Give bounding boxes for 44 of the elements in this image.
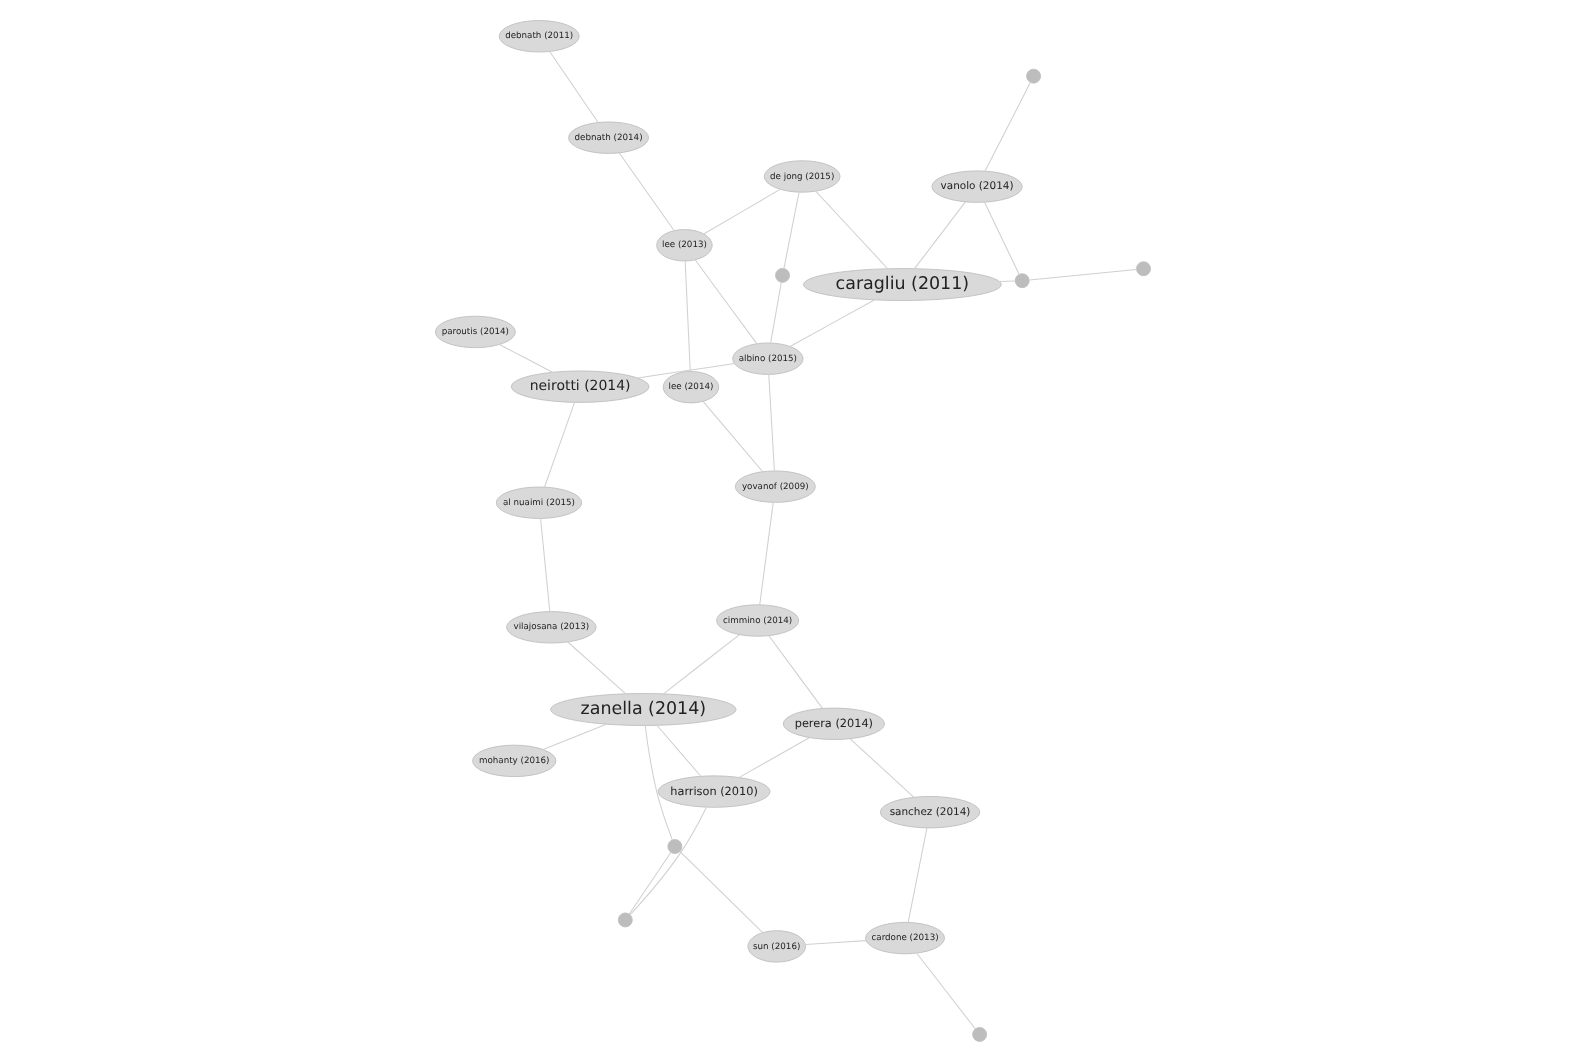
- node-circle: [1013, 273, 1029, 289]
- connector: [782, 191, 799, 269]
- connector: [497, 343, 553, 373]
- connector: [566, 641, 625, 695]
- node-circle: [616, 912, 632, 928]
- connector: [758, 501, 773, 606]
- connector: [1027, 268, 1136, 281]
- connector: [636, 363, 734, 379]
- node-circle: [774, 267, 789, 283]
- connector: [997, 280, 1015, 282]
- connector: [814, 190, 888, 270]
- connector: [655, 725, 701, 777]
- connector: [662, 634, 739, 695]
- connector: [627, 852, 671, 915]
- connector: [769, 281, 781, 344]
- node-circle: [971, 1027, 987, 1042]
- connector: [617, 152, 674, 232]
- node-circle: [1025, 68, 1040, 84]
- connector: [983, 82, 1030, 172]
- connector: [767, 373, 774, 472]
- node-circle: [1135, 261, 1150, 277]
- connector: [848, 738, 914, 798]
- connector: [541, 723, 606, 750]
- connector: [804, 940, 866, 946]
- node-ellipse: caragliu (2011): [802, 268, 1001, 301]
- connector: [915, 952, 975, 1030]
- node-circle: [666, 839, 682, 854]
- connector: [906, 827, 927, 923]
- connector: [548, 51, 598, 124]
- connector: [683, 260, 690, 372]
- connector: [702, 188, 780, 235]
- connector: [678, 851, 762, 933]
- connector: [628, 806, 707, 916]
- node-ellipse: zanella (2014): [549, 693, 736, 726]
- connector: [701, 400, 763, 473]
- connector: [767, 635, 822, 709]
- connector: [983, 201, 1019, 275]
- connector: [737, 737, 809, 778]
- connector: [643, 725, 672, 841]
- connector: [913, 201, 965, 270]
- connector: [539, 517, 550, 612]
- connector: [693, 259, 757, 345]
- connector: [788, 299, 874, 347]
- connector: [543, 402, 575, 488]
